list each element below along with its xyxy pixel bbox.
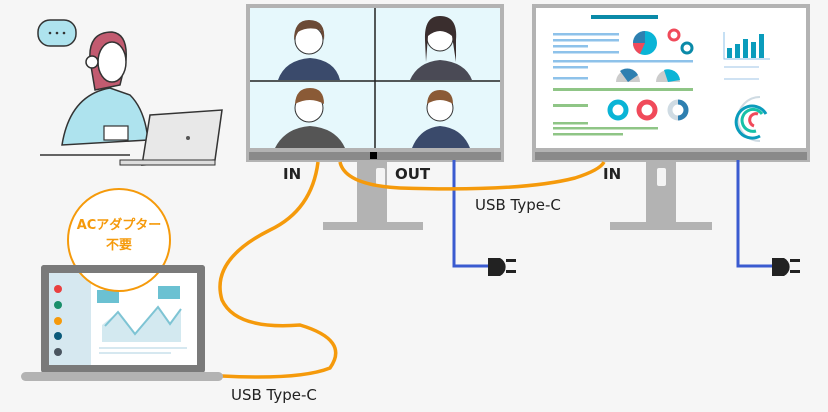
monitor-2-in-label: IN <box>603 165 622 183</box>
power-cable-1 <box>452 160 516 276</box>
badge-line-1: ACアダプター <box>76 218 162 233</box>
monitor-2 <box>532 4 810 230</box>
video-participant <box>278 20 340 80</box>
operator-laptop-icon <box>141 109 223 166</box>
usb-cable-laptop-to-monitor <box>218 161 338 379</box>
usb-cable-label-monitors: USB Type-C <box>475 196 561 214</box>
power-cable-2 <box>736 160 800 276</box>
video-participant <box>410 16 472 80</box>
power-plug-icon <box>488 258 516 276</box>
monitor-1 <box>246 4 504 230</box>
video-participant <box>275 88 345 148</box>
operator-illustration <box>37 19 223 166</box>
no-ac-adapter-badge: ACアダプター 不要 <box>67 188 171 292</box>
laptop <box>21 265 223 381</box>
usb-cable-monitor-to-monitor <box>338 161 606 191</box>
monitor-1-in-label: IN <box>283 165 302 183</box>
power-plug-icon <box>772 258 800 276</box>
laptop-lid-top <box>41 265 205 273</box>
video-participant <box>412 90 470 148</box>
badge-line-2: 不要 <box>105 238 132 253</box>
monitor-1-out-label: OUT <box>395 165 431 183</box>
bar-chart-icon <box>727 34 764 58</box>
usb-cable-label-laptop: USB Type-C <box>231 386 317 404</box>
